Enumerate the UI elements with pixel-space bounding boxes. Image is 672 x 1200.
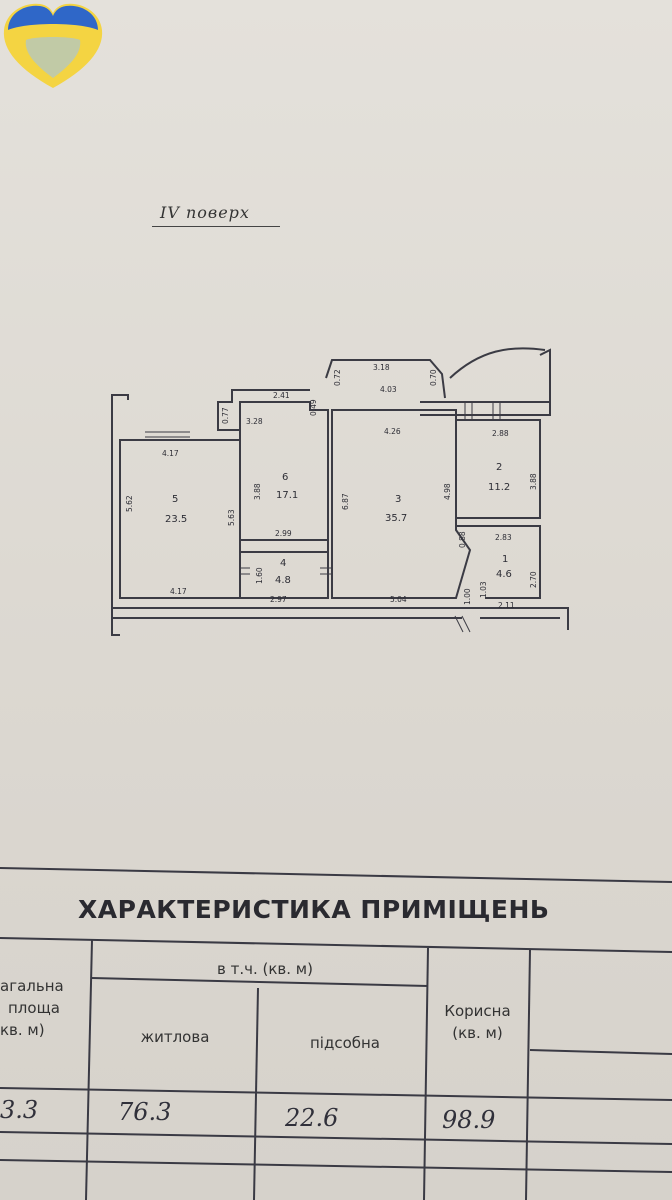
value-auxiliary-area: 22.6 bbox=[285, 1104, 339, 1132]
group-header: в т.ч. (кв. м) bbox=[217, 960, 313, 978]
col-total-line3: кв. м) bbox=[0, 1021, 45, 1039]
room-4-number: 4 bbox=[280, 558, 286, 569]
dim-label: 0.72 bbox=[333, 369, 342, 386]
room-2-number: 2 bbox=[496, 462, 502, 473]
room-5-area: 23.5 bbox=[165, 514, 187, 525]
dim-label: 0.77 bbox=[221, 407, 230, 424]
dim-label: 0.70 bbox=[429, 369, 438, 386]
room-2-area: 11.2 bbox=[488, 482, 510, 493]
dim-label: 3.88 bbox=[529, 473, 538, 490]
room-1-number: 1 bbox=[502, 554, 508, 565]
floor-plan: 5 23.5 6 17.1 3 35.7 2 11.2 4 4.8 1 4.6 … bbox=[111, 347, 569, 636]
dim-label: 3.18 bbox=[373, 363, 390, 372]
col-total-area-header: агальна площа кв. м) bbox=[0, 975, 70, 1041]
dim-label: 5.04 bbox=[390, 595, 407, 604]
dim-label: 2.99 bbox=[275, 529, 292, 538]
floor-label-underline bbox=[152, 226, 280, 227]
dim-label: 2.88 bbox=[492, 429, 509, 438]
col-total-line1: агальна bbox=[0, 977, 64, 995]
dim-label: 5.63 bbox=[227, 509, 236, 526]
dim-label: 2.11 bbox=[498, 601, 515, 610]
ukraine-heart-logo-icon bbox=[3, 3, 103, 88]
dim-label: 2.83 bbox=[495, 533, 512, 542]
room-6-area: 17.1 bbox=[276, 490, 298, 501]
room-5-number: 5 bbox=[172, 494, 178, 505]
dim-label: 2.70 bbox=[529, 571, 538, 588]
room-1-area: 4.6 bbox=[496, 569, 512, 580]
dim-label: 3.88 bbox=[253, 483, 262, 500]
col-useful-header: Корисна (кв. м) bbox=[430, 1000, 525, 1044]
dim-label: 2.97 bbox=[270, 595, 287, 604]
dim-label: 4.03 bbox=[380, 385, 397, 394]
value-useful-area: 98.9 bbox=[442, 1106, 496, 1134]
dim-label: 4.17 bbox=[162, 449, 179, 458]
dim-label: 1.03 bbox=[479, 581, 488, 598]
room-4-area: 4.8 bbox=[275, 575, 291, 586]
table-title: ХАРАКТЕРИСТИКА ПРИМІЩЕНЬ bbox=[78, 895, 550, 924]
dim-label: 4.17 bbox=[170, 587, 187, 596]
room-3-number: 3 bbox=[395, 494, 401, 505]
dim-label: 3.28 bbox=[246, 417, 263, 426]
room-3-area: 35.7 bbox=[385, 513, 407, 524]
dim-label: 1.60 bbox=[255, 567, 264, 584]
col-useful-line2: (кв. м) bbox=[452, 1024, 503, 1042]
col-useful-line1: Корисна bbox=[444, 1002, 511, 1020]
col-living-header: житлова bbox=[140, 1028, 210, 1046]
dim-label: 2.41 bbox=[273, 391, 290, 400]
dim-label: 0.88 bbox=[458, 531, 467, 548]
characteristics-table-grid bbox=[0, 867, 672, 1200]
col-total-line2: площа bbox=[8, 999, 60, 1017]
col-aux-header: підсобна bbox=[309, 1034, 381, 1052]
floor-label: IV поверх bbox=[160, 203, 250, 222]
room-6-number: 6 bbox=[282, 472, 288, 483]
value-living-area: 76.3 bbox=[118, 1098, 172, 1126]
dim-label: 4.26 bbox=[384, 427, 401, 436]
dim-label: 0.49 bbox=[309, 399, 318, 416]
dim-label: 4.98 bbox=[443, 483, 452, 500]
dim-label: 6.87 bbox=[341, 493, 350, 510]
dim-label: 5.62 bbox=[125, 495, 134, 512]
dim-label: 1.00 bbox=[463, 588, 472, 605]
value-total-area: 3.3 bbox=[0, 1096, 39, 1124]
